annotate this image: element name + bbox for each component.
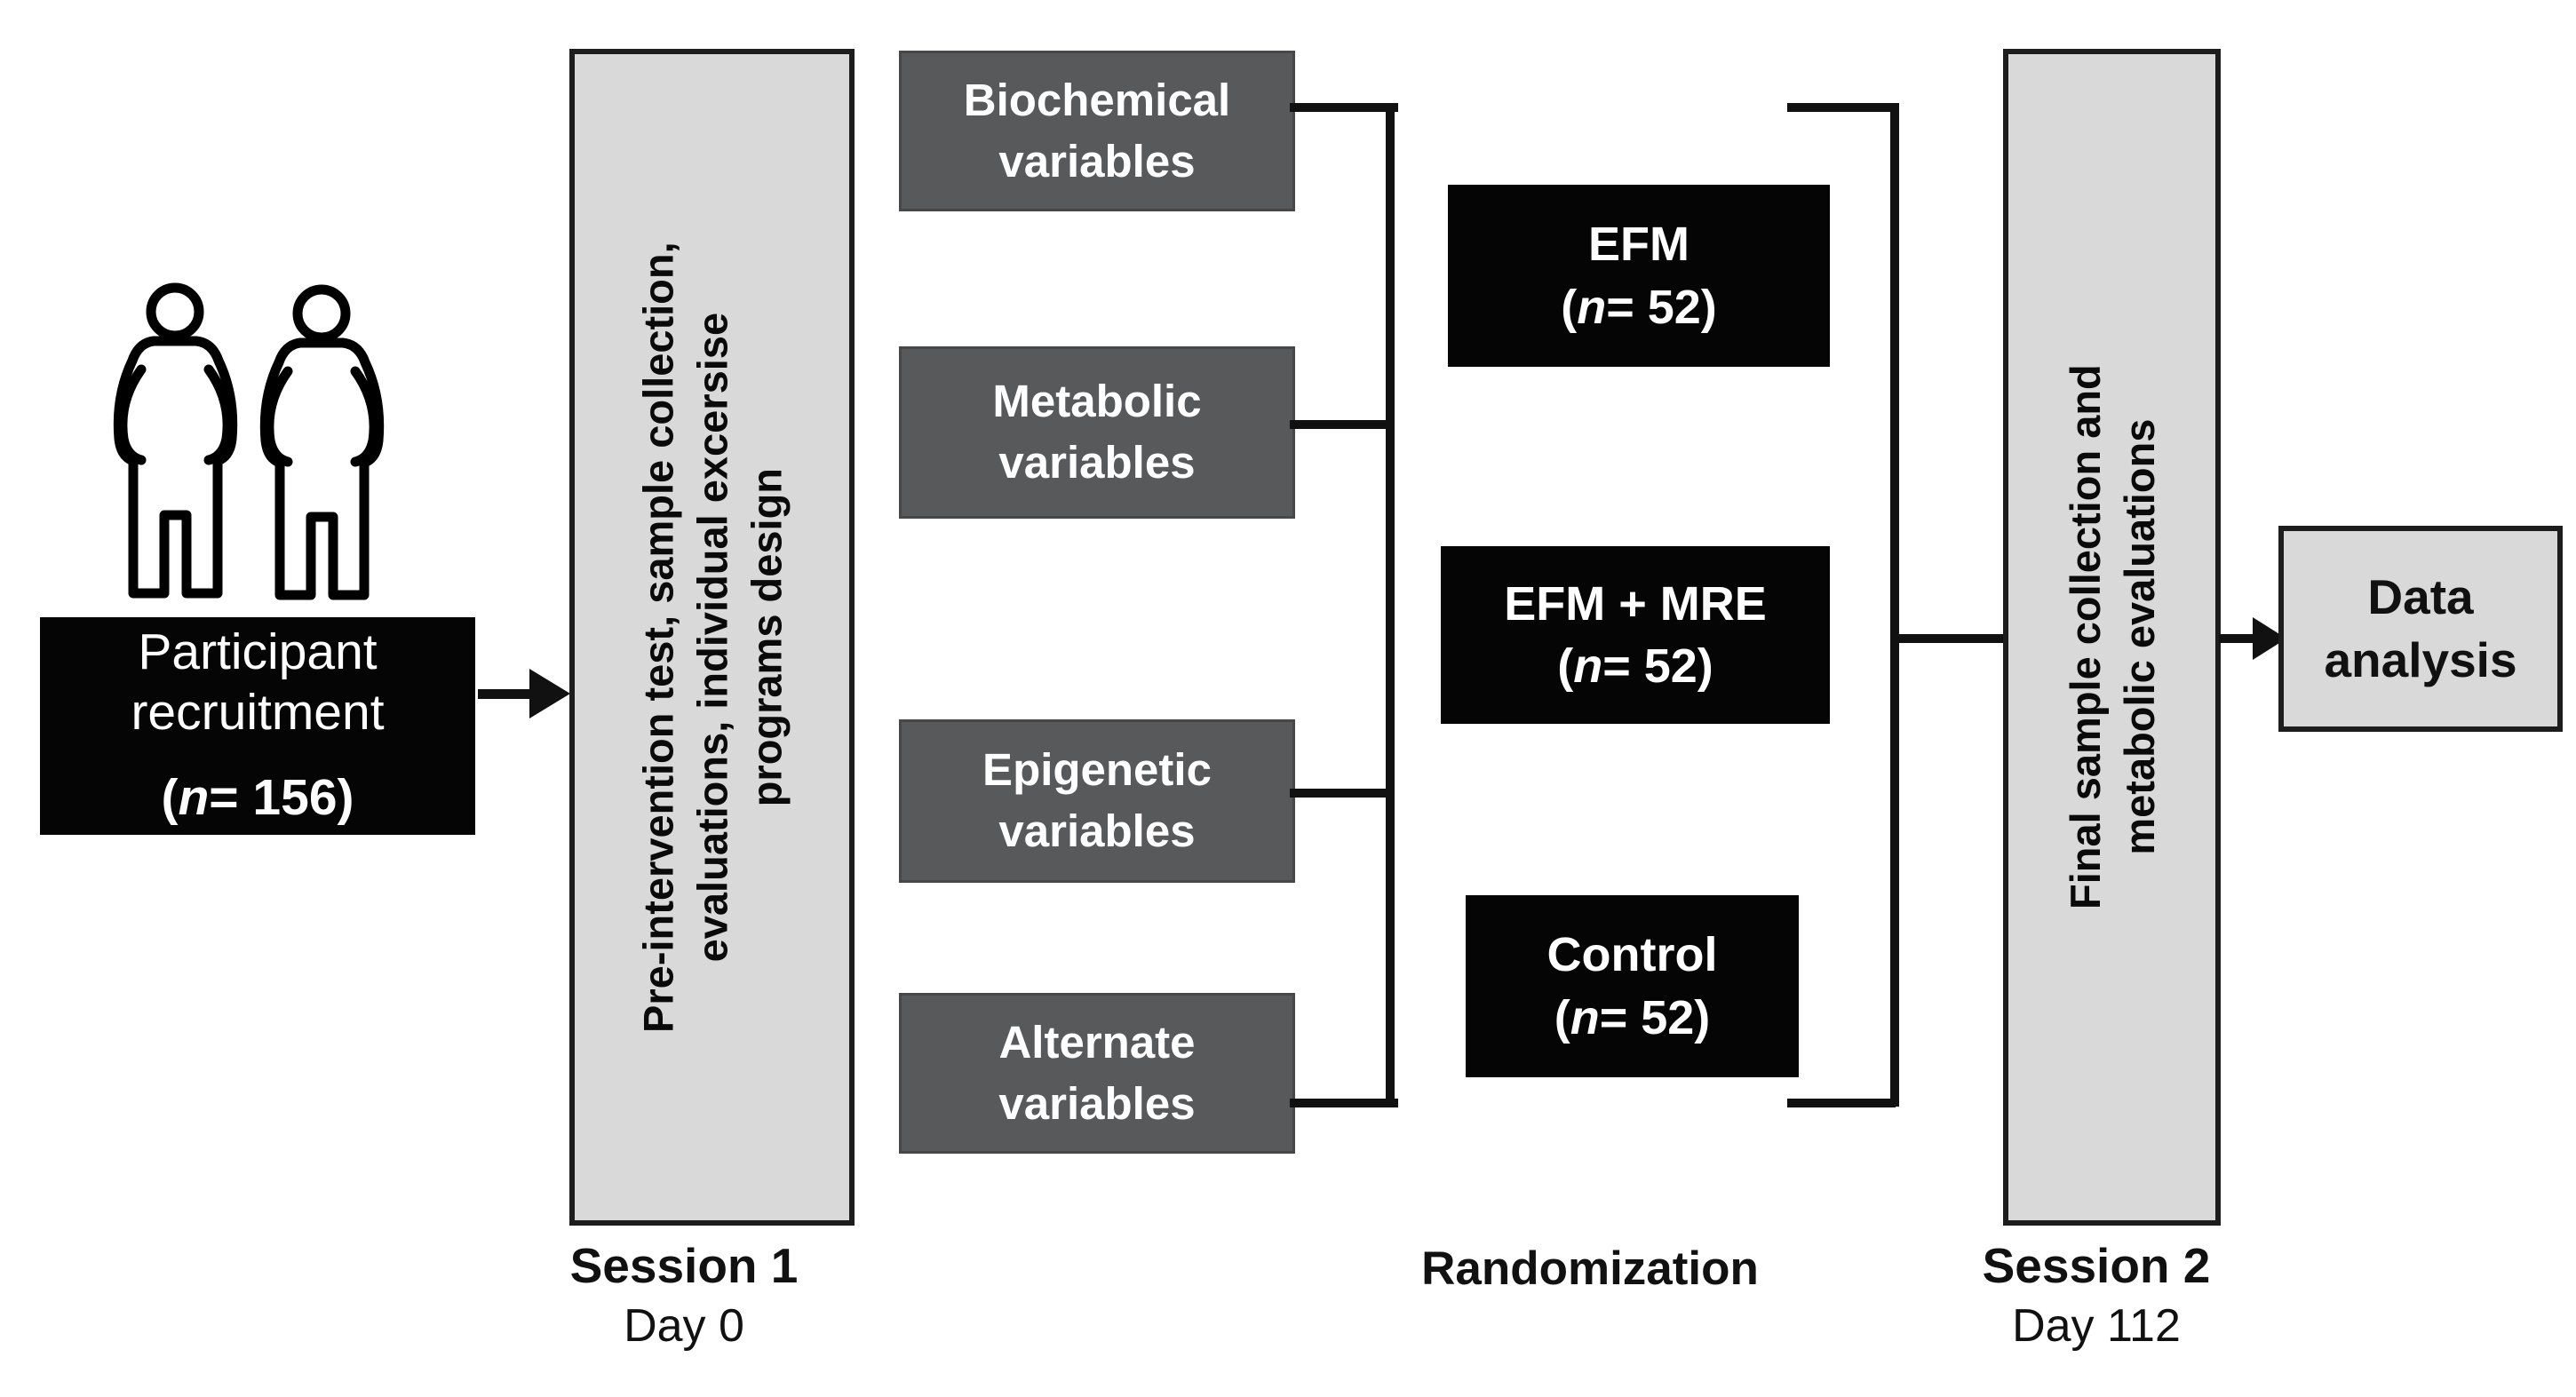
alternate-line1: Alternate [998,1016,1196,1068]
randomization-label: Randomization [1421,1242,1759,1295]
session2-box: Final sample collection and metabolic ev… [2003,49,2221,1226]
efm-title: EFM [1588,218,1690,272]
variable-box-alternate: Alternate variables [899,993,1295,1154]
efm-n-count: (n= 52) [1561,280,1717,334]
group-box-efm-mre: EFM + MRE (n= 52) [1441,546,1830,724]
right-bracket-line [1890,103,1899,1107]
metabolic-line1: Metabolic [992,376,1202,427]
efm-mre-n-count: (n= 52) [1557,639,1713,693]
group-box-control: Control (n= 52) [1466,895,1799,1077]
left-bracket-line [1386,103,1395,1107]
control-title: Control [1546,928,1718,982]
participants-icon [113,282,385,600]
efm-mre-title: EFM + MRE [1504,576,1767,631]
biochemical-line1: Biochemical [963,74,1231,125]
right-bracket-top-leg [1787,103,1896,112]
tick-epigenetic [1290,789,1389,798]
participant-line1: Participant [138,623,378,681]
session2-label-day: Day 112 [2012,1300,2181,1352]
participant-n-count: (n= 156) [161,768,354,826]
control-n-count: (n= 52) [1554,990,1711,1044]
epigenetic-line2: variables [998,806,1196,856]
session1-label-title: Session 1 [569,1238,799,1293]
session2-label: Session 2 Day 112 [1919,1236,2274,1357]
tick-biochemical [1290,103,1398,112]
alternate-line2: variables [998,1077,1196,1129]
session1-box-text: Pre-intervention test, sample collection… [633,242,791,1033]
session1-box: Pre-intervention test, sample collection… [569,49,855,1226]
variable-box-metabolic: Metabolic variables [899,346,1295,519]
arrow-analysis-shaft [2219,634,2258,643]
variable-box-epigenetic: Epigenetic variables [899,719,1295,883]
tick-alternate [1290,1099,1398,1107]
right-bracket-bottom-leg [1787,1099,1896,1107]
metabolic-line2: variables [998,437,1196,488]
session1-label-day: Day 0 [624,1300,744,1352]
group-box-efm: EFM (n= 52) [1448,185,1830,367]
biochemical-line2: variables [998,135,1196,187]
connector-to-session2 [1896,634,2004,643]
participant-recruitment-box: Participant recruitment (n= 156) [40,617,475,835]
session1-label: Session 1 Day 0 [506,1236,862,1357]
arrow-recruitment-head [529,669,570,718]
epigenetic-line1: Epigenetic [982,744,1212,796]
session2-label-title: Session 2 [1982,1238,2211,1293]
participant-line2: recruitment [131,684,385,742]
arrow-recruitment-shaft [478,689,533,699]
session2-box-text: Final sample collection and metabolic ev… [2061,364,2163,910]
data-analysis-line2: analysis [2324,632,2517,687]
tick-metabolic [1290,420,1389,429]
data-analysis-line1: Data [2367,568,2474,624]
variable-box-biochemical: Biochemical variables [899,51,1295,211]
data-analysis-box: Data analysis [2278,526,2563,732]
